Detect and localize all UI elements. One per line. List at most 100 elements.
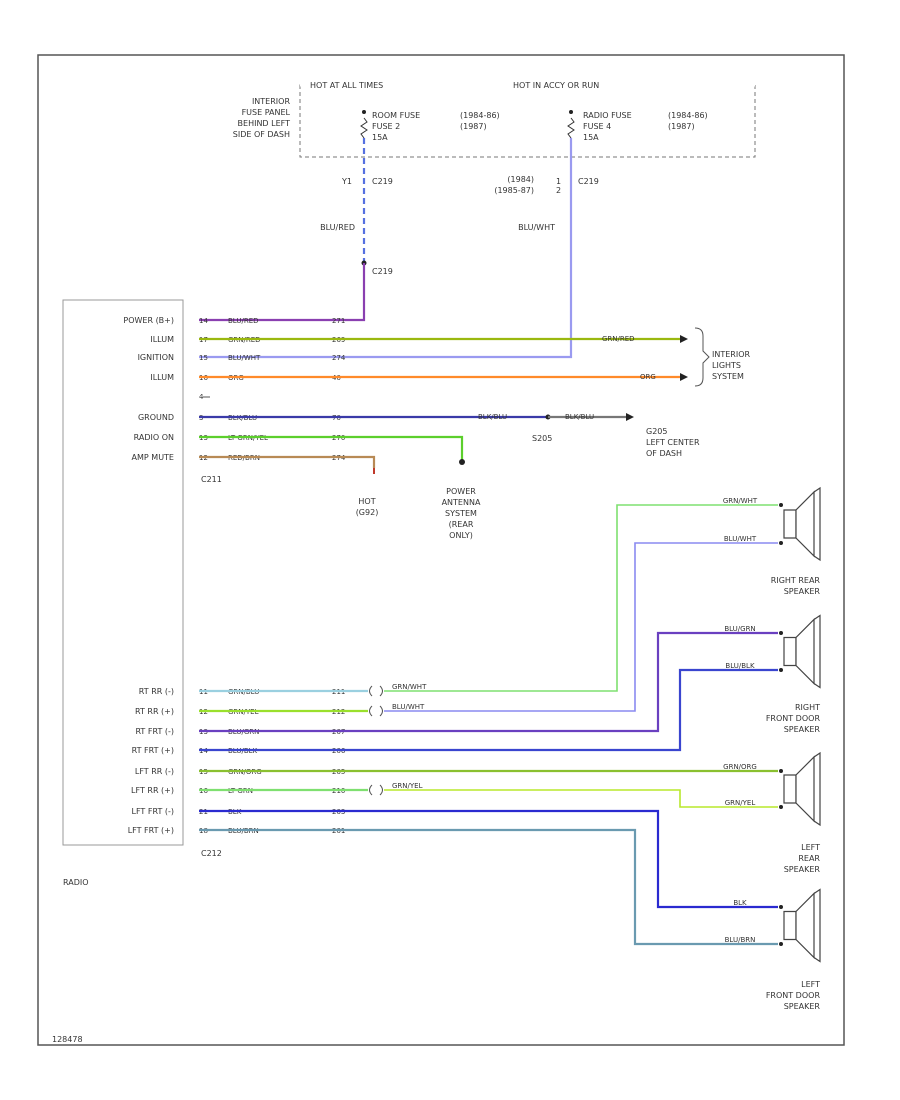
- speaker-4-terminal-bottom: [779, 942, 783, 946]
- speaker-2-cone: [795, 618, 815, 685]
- power-antenna-label-4: (REAR: [449, 520, 474, 529]
- radio-pin-lower-7: LFT FRT (-): [132, 807, 174, 816]
- wire-blu-wht-rt-rr: [384, 542, 778, 712]
- radio-pin-lower-4: RT FRT (+): [132, 746, 174, 755]
- grn-red-end-label: GRN/RED: [602, 335, 635, 343]
- radio-fuse-symbol: [567, 117, 575, 139]
- splice-grn-wht-label: GRN/WHT: [392, 683, 427, 691]
- radio-label: RADIO: [63, 878, 89, 887]
- speaker-1-rim: [813, 486, 821, 562]
- fuse-panel-label-1: INTERIOR: [252, 97, 291, 106]
- speaker-4-cone: [795, 892, 815, 959]
- wire-ltgrn-yel-radio-on: [199, 435, 464, 460]
- g205-label-1: G205: [646, 427, 667, 436]
- years-right-1: (1984): [507, 175, 534, 184]
- room-fuse-label-1: ROOM FUSE: [372, 111, 420, 120]
- speaker-2-bottom-wire-label: BLU/BLK: [725, 662, 755, 670]
- speaker-3-bottom-wire-label: GRN/YEL: [725, 799, 756, 807]
- room-fuse-bus-node: [362, 110, 366, 114]
- speaker-2-terminal-bottom: [779, 668, 783, 672]
- speaker-1-terminal-bottom: [779, 541, 783, 545]
- room-fuse-symbol: [360, 117, 368, 139]
- speaker-1-bottom-wire-label: BLU/WHT: [724, 535, 757, 543]
- pin-2-label: 2: [556, 186, 561, 195]
- inline-connector-2: [369, 705, 383, 717]
- radio-fuse-label-2: FUSE 4: [583, 122, 611, 131]
- node-power-antenna: [459, 459, 465, 465]
- fuse-panel-label-3: BEHIND LEFT: [238, 119, 291, 128]
- wire-blu-wht-label: BLU/WHT: [518, 223, 555, 232]
- wire-blu-brn-lft-frt: [199, 828, 778, 946]
- radio-pin-upper-6: GROUND: [138, 413, 174, 422]
- speaker-3-name-2: REAR: [798, 854, 820, 863]
- radio-pin-upper-1: POWER (B+): [123, 316, 174, 325]
- speaker-1-top-wire-label: GRN/WHT: [723, 497, 758, 505]
- interior-lights-label-2: LIGHTS: [712, 361, 741, 370]
- outer-frame: [37, 54, 845, 1046]
- hot-at-all-times-label: HOT AT ALL TIMES: [310, 81, 383, 90]
- g205-label-3: OF DASH: [646, 449, 682, 458]
- speaker-2-name-1: RIGHT: [795, 703, 820, 712]
- radio-pin-upper-3: IGNITION: [138, 353, 174, 362]
- s205-label: S205: [532, 434, 552, 443]
- speaker-4-magnet: [783, 910, 797, 941]
- connector-c219-a: C219: [372, 177, 393, 186]
- radio-pin-upper-2: ILLUM: [150, 335, 174, 344]
- speaker-4-name-1: LEFT: [801, 980, 820, 989]
- radio-pin-upper-8: AMP MUTE: [132, 453, 174, 462]
- speaker-3-cone: [795, 755, 815, 823]
- fuse-panel-label-2: FUSE PANEL: [242, 108, 291, 117]
- upper-wire-color-3: BLU/WHT: [228, 354, 261, 362]
- speaker-2-name-3: SPEAKER: [784, 725, 821, 734]
- wire-grn-wht-rt-rr: [384, 504, 778, 692]
- speaker-4-terminal-top: [779, 905, 783, 909]
- fuse-panel-label-4: SIDE OF DASH: [233, 130, 290, 139]
- radio-fuse-label-1: RADIO FUSE: [583, 111, 632, 120]
- power-antenna-label-2: ANTENNA: [442, 498, 481, 507]
- speaker-3-rim: [813, 751, 821, 827]
- upper-wire-pin-1: 14: [199, 317, 208, 325]
- speaker-1-name-1: RIGHT REAR: [771, 576, 821, 585]
- splice-blu-wht-label: BLU/WHT: [392, 703, 425, 711]
- speaker-4-name-3: SPEAKER: [784, 1002, 821, 1011]
- arrow-grn-red: [680, 335, 688, 343]
- speaker-1-cone: [795, 490, 815, 558]
- speaker-3-magnet: [783, 774, 797, 804]
- inline-connector-1: [369, 685, 383, 697]
- connector-c211: C211: [201, 475, 222, 484]
- pin-1-label: 1: [556, 177, 561, 186]
- room-fuse-label-2: FUSE 2: [372, 122, 400, 131]
- power-antenna-label-3: SYSTEM: [445, 509, 477, 518]
- wire-blu-red-power: [199, 263, 366, 322]
- speaker-3-terminal-top: [779, 769, 783, 773]
- wire-blu-blk-rt-frt: [199, 668, 778, 752]
- speaker-4-rim: [813, 888, 821, 963]
- upper-wire-pin-5: 4: [199, 393, 204, 401]
- g205-label-2: LEFT CENTER: [646, 438, 700, 447]
- upper-wire-color-1: BLU/RED: [228, 317, 259, 325]
- radio-pin-lower-6: LFT RR (+): [131, 786, 174, 795]
- speaker-4-name-2: FRONT DOOR: [766, 991, 821, 1000]
- radio-pin-upper-4: ILLUM: [150, 373, 174, 382]
- wire-grn-yel-lft-rr: [384, 789, 778, 808]
- radio-pin-upper-7: RADIO ON: [134, 433, 174, 442]
- power-antenna-label-1: POWER: [446, 487, 476, 496]
- speaker-2-magnet: [783, 636, 797, 667]
- connector-c219-b: C219: [578, 177, 599, 186]
- radio-pin-lower-2: RT RR (+): [135, 707, 174, 716]
- speaker-3-terminal-bottom: [779, 805, 783, 809]
- upper-wire-pin-3: 15: [199, 354, 208, 362]
- connector-c212: C212: [201, 849, 222, 858]
- years-right-2: (1985-87): [494, 186, 534, 195]
- hot-label-2: (G92): [356, 508, 379, 517]
- inline-connector-3: [369, 784, 383, 796]
- connector-y1: Y1: [341, 177, 352, 186]
- speaker-3-name-3: SPEAKER: [784, 865, 821, 874]
- radio-pin-lower-8: LFT FRT (+): [128, 826, 174, 835]
- speaker-1-terminal-top: [779, 503, 783, 507]
- org-end-label: ORG: [640, 373, 656, 381]
- interior-lights-brace: [694, 327, 710, 387]
- speaker-2-terminal-top: [779, 631, 783, 635]
- room-fuse-label-3: 15A: [372, 133, 388, 142]
